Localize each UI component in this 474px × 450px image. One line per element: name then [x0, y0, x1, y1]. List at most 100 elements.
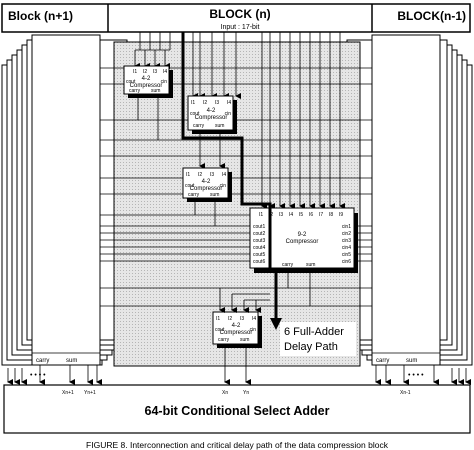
- port-xn-minus-1: Xn-1: [400, 390, 411, 396]
- cin1-label: cin1: [342, 224, 351, 230]
- compressor-name-label: Compressor: [220, 330, 253, 336]
- left-sum-label: sum: [66, 358, 77, 364]
- sum-label: sum: [210, 192, 219, 198]
- port-i4: I4: [289, 212, 293, 218]
- carry-label: carry: [282, 262, 294, 268]
- block-n-minus-1-label: BLOCK(n-1): [397, 9, 466, 23]
- cout-label: cout: [190, 111, 200, 117]
- sum-label: sum: [306, 262, 315, 268]
- critical-delay-path: [181, 32, 278, 318]
- port-i4: I4: [227, 100, 231, 106]
- compressor-9-2: I1 I2 I3 I4 I5 I6 I7 I8 I9 9-2 Compresso…: [249, 207, 358, 273]
- cout-label: cout: [126, 79, 136, 85]
- left-stacked-block: carry sum: [1, 34, 128, 366]
- port-i3: I3: [153, 69, 157, 75]
- compressor-4-2-third: I1 I2 I3 I4 4-2 Compressor cout cin carr…: [182, 167, 232, 202]
- carry-label: carry: [193, 123, 205, 129]
- cout4-label: cout4: [253, 245, 265, 251]
- cin-label: cin: [250, 327, 257, 333]
- cin6-label: cin6: [342, 259, 351, 265]
- block-n-plus-1-label: Block (n+1): [8, 9, 73, 23]
- port-i3: I3: [279, 212, 283, 218]
- compressor-name-label: Compressor: [286, 239, 319, 245]
- cout2-label: cout2: [253, 231, 265, 237]
- port-i4: I4: [163, 69, 167, 75]
- right-ellipsis: • • • •: [408, 372, 424, 379]
- compressor-type-label: 9-2: [298, 232, 307, 238]
- block-n-input-label: Input : 17-bit: [221, 24, 260, 31]
- cin-label: cin: [161, 79, 168, 85]
- delay-path-label: 6 Full-Adder Delay Path: [280, 322, 356, 356]
- compressor-type-label: 4-2: [207, 108, 216, 114]
- left-ellipsis: • • • •: [30, 372, 46, 379]
- carry-label: carry: [129, 88, 141, 94]
- compressor-type-label: 4-2: [142, 76, 151, 82]
- port-i4: I4: [252, 316, 256, 322]
- port-i1: I1: [133, 69, 137, 75]
- compressor-name-label: Compressor: [195, 115, 228, 121]
- compressor-4-2-first: I1 I2 I3 I4 4-2 Compressor cout cin carr…: [123, 65, 173, 98]
- adder-title: 64-bit Conditional Select Adder: [145, 404, 330, 418]
- cout3-label: cout3: [253, 238, 265, 244]
- block-n-label: BLOCK (n): [209, 7, 270, 21]
- compressor-9-2-output-wires: [287, 268, 311, 306]
- critical-path-arrowhead: [270, 318, 282, 330]
- port-i3: I3: [240, 316, 244, 322]
- adder-input-wires: [7, 344, 471, 385]
- cout-label: cout: [215, 327, 225, 333]
- cout-label: cout: [185, 183, 195, 189]
- carry-label: carry: [218, 337, 230, 343]
- cin3-label: cin3: [342, 238, 351, 244]
- compressor-name-label: Compressor: [130, 83, 163, 89]
- compressor-4-2-second: I1 I2 I3 I4 4-2 Compressor cout cin carr…: [187, 95, 237, 134]
- cout1-label: cout1: [253, 224, 265, 230]
- compressor-1-output-wires: [137, 98, 159, 140]
- port-i3: I3: [210, 172, 214, 178]
- port-i9: I9: [339, 212, 343, 218]
- compressor-4-input-wires: [219, 288, 270, 313]
- port-i1: I1: [186, 172, 190, 178]
- port-i3: I3: [215, 100, 219, 106]
- compressor-type-label: 4-2: [202, 179, 211, 185]
- cin2-label: cin2: [342, 231, 351, 237]
- port-i8: I8: [329, 212, 333, 218]
- port-i1: I1: [259, 212, 263, 218]
- cin5-label: cin5: [342, 252, 351, 258]
- port-i4: I4: [222, 172, 226, 178]
- cin-label: cin: [220, 183, 227, 189]
- port-i1: I1: [191, 100, 195, 106]
- port-i6: I6: [309, 212, 313, 218]
- right-stacked-block: carry sum: [346, 34, 473, 366]
- right-sum-label: sum: [406, 358, 417, 364]
- port-xn-plus-1: Xn+1: [62, 390, 74, 396]
- port-yn: Yn: [243, 390, 249, 396]
- port-i2: I2: [198, 172, 202, 178]
- cout5-label: cout5: [253, 252, 265, 258]
- port-i2: I2: [143, 69, 147, 75]
- compressor-3-output-wires: [194, 202, 216, 226]
- port-xn: Xn: [222, 390, 228, 396]
- port-i5: I5: [299, 212, 303, 218]
- right-carry-label: carry: [376, 358, 389, 364]
- port-i2: I2: [228, 316, 232, 322]
- port-i2: I2: [203, 100, 207, 106]
- compressor-name-label: Compressor: [190, 186, 223, 192]
- compressor-4-2-fourth: I1 I2 I3 I4 4-2 Compressor cout cin carr…: [212, 311, 262, 348]
- cout6-label: cout6: [253, 259, 265, 265]
- cin4-label: cin4: [342, 245, 351, 251]
- sum-label: sum: [215, 123, 224, 129]
- figure-caption: FIGURE 8. Interconnection and critical d…: [86, 440, 389, 450]
- port-i1: I1: [216, 316, 220, 322]
- left-carry-label: carry: [36, 358, 49, 364]
- header-bar: Block (n+1) BLOCK (n) Input : 17-bit BLO…: [1, 3, 471, 33]
- delay-path-line2: Delay Path: [284, 341, 338, 353]
- port-yn-plus-1: Yn+1: [84, 390, 96, 396]
- port-i7: I7: [319, 212, 323, 218]
- conditional-select-adder: Xn+1 Yn+1 Xn Yn Xn-1 64-bit Conditional …: [3, 384, 471, 434]
- sum-label: sum: [240, 337, 249, 343]
- cin-label: cin: [225, 111, 232, 117]
- compressor-type-label: 4-2: [232, 323, 241, 329]
- carry-label: carry: [188, 192, 200, 198]
